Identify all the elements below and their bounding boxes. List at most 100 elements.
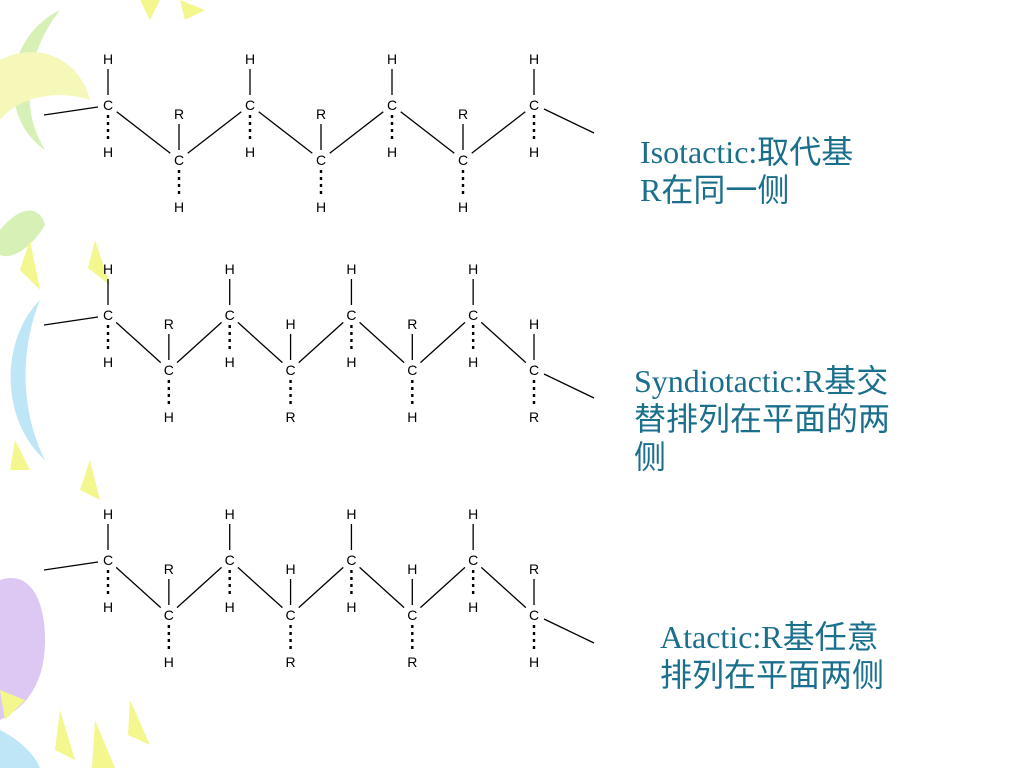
down-substituent-atom: H [245,144,255,160]
up-substituent-atom: R [164,316,174,332]
decor-yellow-ray [0,690,25,720]
caption-line: 替排列在平面的两 [634,401,891,437]
chain-end-bond [44,316,99,326]
carbon-atom: C [316,152,326,168]
carbon-atom: C [164,607,174,623]
caption-line: Syndiotactic:R基交 [634,363,889,399]
up-substituent-atom: H [407,561,417,577]
up-substituent-atom: R [529,561,539,577]
decor-blue-arc [10,300,45,460]
down-substituent-atom: H [174,199,184,215]
up-substituent-atom: H [529,51,539,67]
decor-yellow-ray [80,460,100,500]
decor-yellow-ray [140,0,160,20]
down-substituent-atom: H [225,599,235,615]
carbon-atom: C [407,607,417,623]
decor-yellow-ray [20,240,40,290]
up-substituent-atom: H [468,261,478,277]
backbone-bond [329,111,384,154]
caption-line: 侧 [634,439,667,475]
chain-end-bond [543,373,595,399]
up-substituent-atom: H [387,51,397,67]
up-substituent-atom: H [103,506,113,522]
backbone-bond [359,321,405,364]
carbon-atom: C [458,152,468,168]
down-substituent-atom: R [407,654,417,670]
down-substituent-atom: H [346,599,356,615]
decor-yellow-ray [92,720,115,768]
backbone-bond [298,566,344,609]
down-substituent-atom: H [529,654,539,670]
down-substituent-atom: H [316,199,326,215]
carbon-atom: C [346,307,356,323]
carbon-atom: C [103,97,113,113]
backbone-bond [298,321,344,364]
decor-yellow-blob [0,52,90,121]
up-substituent-atom: R [164,561,174,577]
decor-yellow-ray [128,700,150,745]
carbon-atom: C [174,152,184,168]
carbon-atom: C [529,97,539,113]
isotactic-caption: Isotactic:取代基 R在同一侧 [640,133,940,209]
down-substituent-atom: H [225,354,235,370]
up-substituent-atom: H [103,261,113,277]
up-substituent-atom: R [458,106,468,122]
down-substituent-atom: H [103,354,113,370]
carbon-atom: C [407,362,417,378]
caption-line: Isotactic:取代基 [640,134,854,170]
backbone-bond [400,111,455,154]
carbon-atom: C [245,97,255,113]
backbone-bond [480,321,527,364]
up-substituent-atom: H [245,51,255,67]
down-substituent-atom: R [529,409,539,425]
backbone-bond [420,566,466,609]
up-substituent-atom: H [225,506,235,522]
carbon-atom: C [468,307,478,323]
up-substituent-atom: R [407,316,417,332]
carbon-atom: C [346,552,356,568]
chain-end-bond [44,561,99,571]
down-substituent-atom: R [286,409,296,425]
backbone-bond [115,321,162,364]
carbon-atom: C [225,307,235,323]
chain-end-bond [543,618,595,644]
backbone-bond [187,111,242,154]
down-substituent-atom: H [387,144,397,160]
decor-green-leaf [0,210,45,257]
backbone-bond [420,321,466,364]
chain-end-bond [543,108,595,134]
down-substituent-atom: H [103,144,113,160]
down-substituent-atom: H [458,199,468,215]
down-substituent-atom: H [407,409,417,425]
down-substituent-atom: H [529,144,539,160]
carbon-atom: C [468,552,478,568]
up-substituent-atom: H [103,51,113,67]
atactic-caption: Atactic:R基任意 排列在平面两侧 [660,618,960,694]
carbon-atom: C [103,307,113,323]
carbon-atom: C [529,362,539,378]
up-substituent-atom: R [316,106,326,122]
carbon-atom: C [286,607,296,623]
up-substituent-atom: H [286,561,296,577]
decor-blue-arc [0,730,40,768]
carbon-atom: C [225,552,235,568]
down-substituent-atom: R [286,654,296,670]
decor-purple-blob [0,578,45,720]
backbone-bond [115,566,162,609]
backbone-bond [359,566,405,609]
decor-yellow-ray [88,240,110,285]
carbon-atom: C [529,607,539,623]
down-substituent-atom: H [164,409,174,425]
down-substituent-atom: H [346,354,356,370]
chain-end-bond [44,106,99,116]
backbone-bond [176,321,222,364]
up-substituent-atom: H [286,316,296,332]
backbone-bond [116,111,171,154]
backbone-bond [237,566,283,609]
